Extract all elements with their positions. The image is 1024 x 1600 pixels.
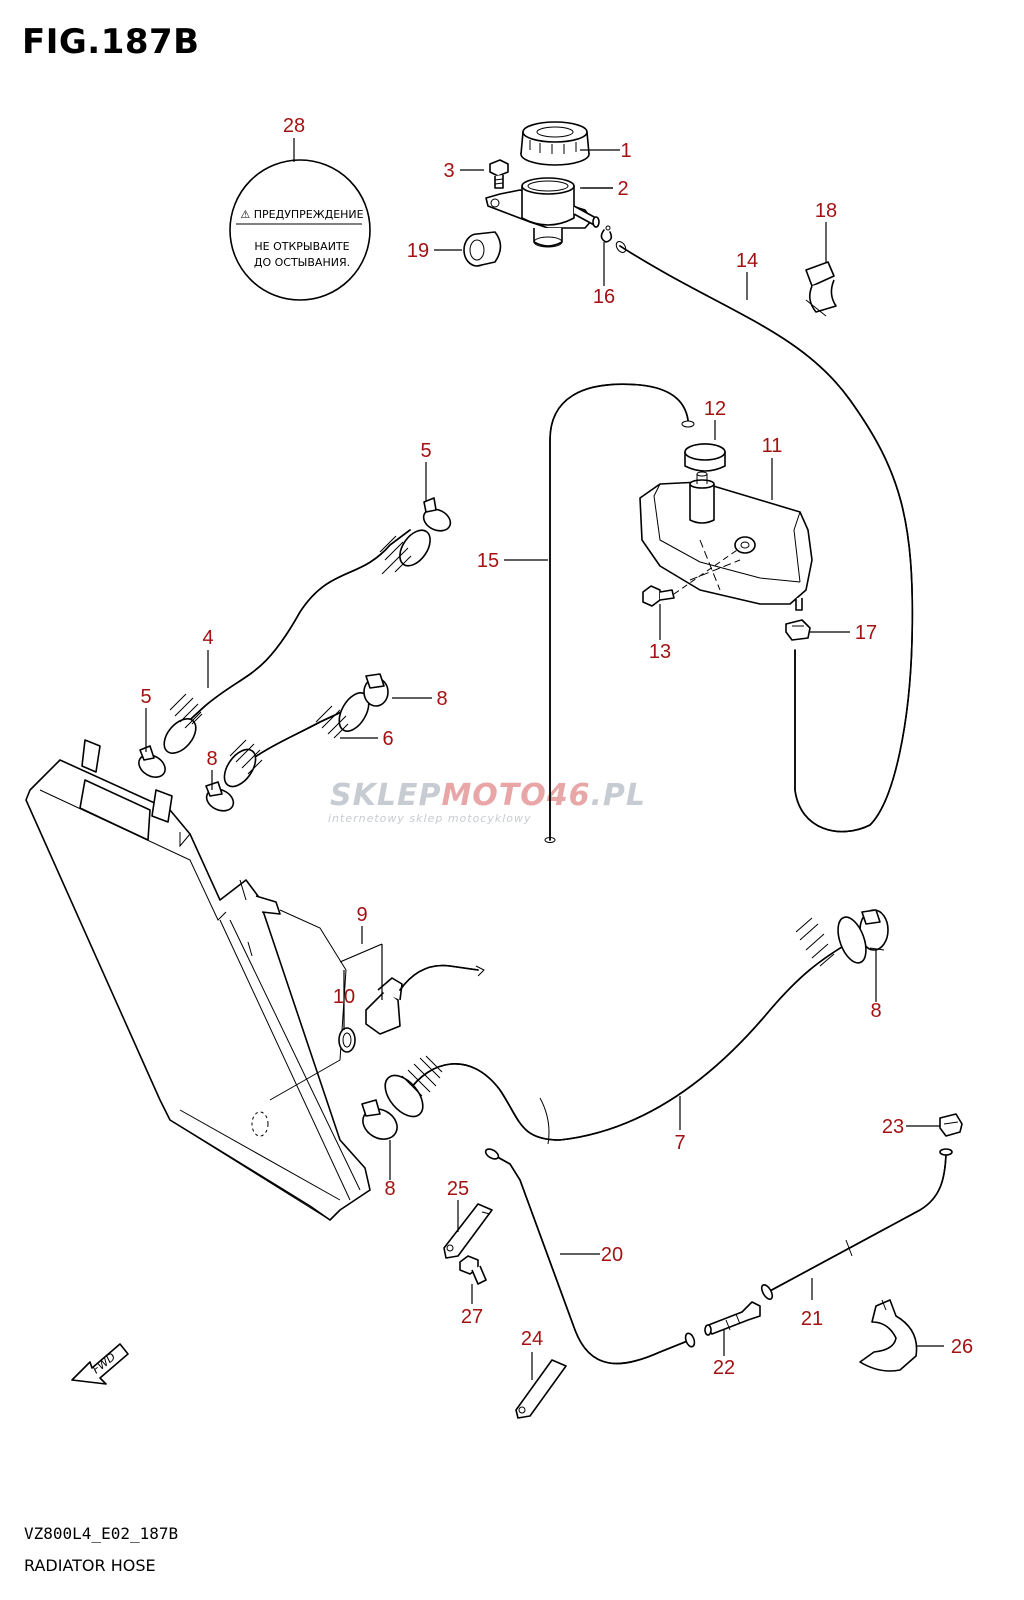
- callout-14: 14: [736, 250, 758, 272]
- callout-2: 2: [617, 178, 628, 200]
- callout-19: 19: [407, 240, 429, 262]
- hose-4: [163, 529, 431, 754]
- clamp-17: [785, 619, 811, 641]
- bracket-25: [443, 1203, 493, 1259]
- clamp-19: [463, 231, 502, 267]
- callout-13: 13: [649, 641, 671, 663]
- sticker-line2: ДО ОСТЫВАНИЯ.: [254, 256, 350, 269]
- watermark: SKLEPMOTO46.PL internetowy sklep motocyk…: [328, 778, 646, 825]
- clamp-5-lower: [138, 745, 166, 778]
- clip-18: [805, 261, 837, 317]
- callout-6: 6: [382, 728, 393, 750]
- radiator: [25, 739, 371, 1221]
- figure-name: RADIATOR HOSE: [24, 1556, 156, 1575]
- callout-3: 3: [443, 160, 454, 182]
- callout-8-d: 8: [384, 1178, 395, 1200]
- sticker-line1: НЕ ОТКРЫВАИТЕ: [254, 240, 349, 253]
- watermark-part3: 46: [546, 778, 591, 813]
- callout-4: 4: [202, 627, 213, 649]
- bolt-13: [642, 547, 741, 607]
- callout-25: 25: [447, 1178, 469, 1200]
- fwd-arrow-visible: FWD: [71, 1343, 129, 1385]
- callout-20: 20: [601, 1244, 623, 1266]
- watermark-subtitle: internetowy sklep motocyklowy: [328, 812, 532, 825]
- callout-23: 23: [882, 1116, 904, 1138]
- o-ring-10: [338, 1027, 356, 1053]
- union-22: [704, 1301, 761, 1336]
- figure-title: FIG.187B: [22, 22, 200, 62]
- watermark-part1: SKLEP: [330, 778, 441, 813]
- clamp-23: [939, 1113, 963, 1137]
- callout-8-c: 8: [870, 1000, 881, 1022]
- callout-1: 1: [620, 140, 631, 162]
- callout-10: 10: [333, 986, 355, 1008]
- clamp-8-b: [205, 781, 235, 812]
- figure-code: VZ800L4_E02_187B: [24, 1524, 179, 1543]
- clamp-8-a: [363, 673, 389, 707]
- callout-27: 27: [461, 1306, 483, 1328]
- bolt-27: [459, 1255, 487, 1285]
- callout-21: 21: [801, 1308, 823, 1330]
- callout-16: 16: [593, 286, 615, 308]
- callout-11: 11: [762, 435, 783, 457]
- clamp-5-upper: [422, 497, 452, 532]
- callout-15: 15: [477, 550, 499, 572]
- clamp-8-d: [361, 1099, 398, 1140]
- callout-28: 28: [283, 115, 305, 137]
- hose-7: [384, 916, 867, 1145]
- callout-18: 18: [815, 200, 837, 222]
- callout-17: 17: [855, 622, 877, 644]
- reservoir-tank: [639, 471, 813, 611]
- warning-sticker: ⚠ ПРЕДУПРЕЖДЕНИЕ НЕ ОТКРЫВАИТЕ ДО ОСТЫВА…: [229, 159, 371, 301]
- reservoir-cap: [684, 443, 726, 472]
- clamp-8-c: [859, 909, 889, 951]
- callout-12: 12: [704, 398, 726, 420]
- hose-15: [544, 383, 695, 843]
- hose-21: [760, 1148, 953, 1301]
- watermark-part4: .PL: [591, 778, 647, 813]
- callout-8-b: 8: [436, 688, 447, 710]
- callout-5-upper: 5: [420, 440, 431, 462]
- leader-lines: [145, 138, 944, 1380]
- filler-neck: [485, 177, 600, 248]
- callout-24: 24: [521, 1328, 543, 1350]
- hose-14: [615, 241, 914, 833]
- clip-16: [600, 225, 613, 243]
- callout-22: 22: [713, 1357, 735, 1379]
- clamp-26: [859, 1299, 918, 1372]
- callout-7: 7: [674, 1132, 685, 1154]
- fan-switch: [365, 964, 485, 1035]
- watermark-part2: MOTO: [441, 778, 546, 813]
- callout-9: 9: [356, 904, 367, 926]
- hose-6: [223, 692, 370, 788]
- pipe-20: [484, 1148, 696, 1365]
- callout-8-a: 8: [206, 748, 217, 770]
- radiator-cap: [520, 121, 590, 166]
- callout-26: 26: [951, 1336, 973, 1358]
- callout-5-lower: 5: [140, 686, 151, 708]
- bolt-3: [489, 159, 509, 189]
- callouts: 28 1 3 2 19 16 14 18 12 11 15 13 17 5 4 …: [140, 115, 973, 1379]
- bracket-24: [515, 1359, 567, 1419]
- sticker-warning-title: ⚠ ПРЕДУПРЕЖДЕНИЕ: [240, 208, 363, 221]
- svg-text:SKLEPMOTO46.PL: SKLEPMOTO46.PL: [330, 778, 646, 813]
